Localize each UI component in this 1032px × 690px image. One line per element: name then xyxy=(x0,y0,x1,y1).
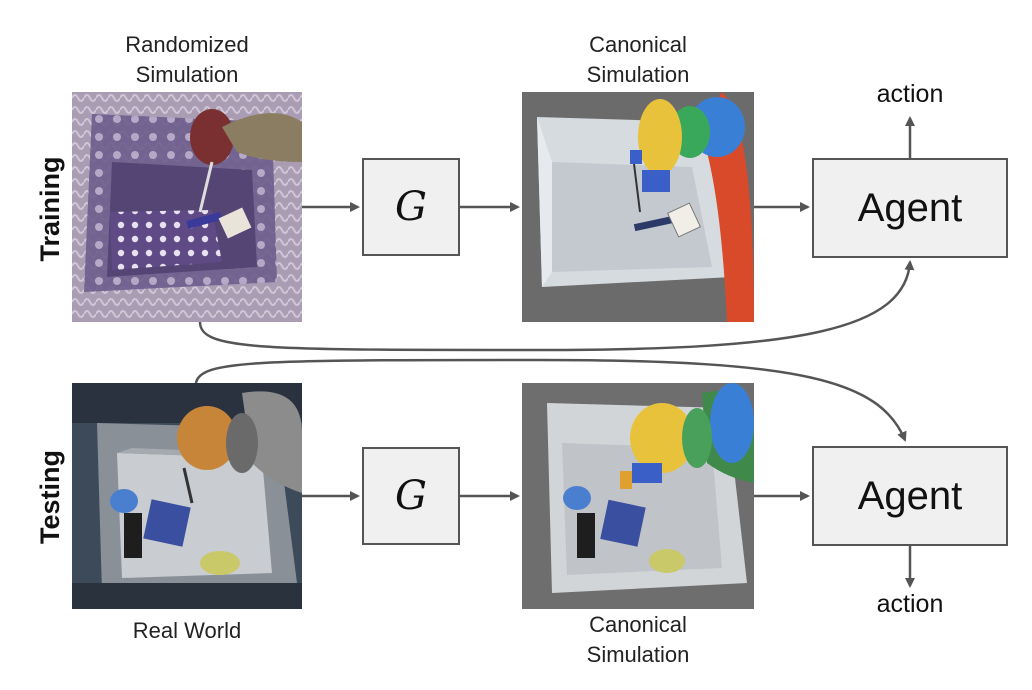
agent-box-testing: Agent xyxy=(812,446,1008,546)
testing-label: Testing xyxy=(35,450,65,544)
generator-symbol: G xyxy=(395,473,427,519)
caption-line: Simulation xyxy=(586,642,690,667)
generator-box-top: G xyxy=(362,158,460,256)
caption-line: Randomized xyxy=(125,32,249,57)
agent-box-training: Agent xyxy=(812,158,1008,258)
generator-box-bottom: G xyxy=(362,447,460,545)
caption-line: Simulation xyxy=(135,62,239,87)
agent-label: Agent xyxy=(857,473,963,518)
agent-label: Agent xyxy=(857,185,963,230)
canonical-simulation-top-image xyxy=(522,92,754,322)
caption-line: Simulation xyxy=(586,62,690,87)
generator-symbol: G xyxy=(395,184,427,230)
training-label: Training xyxy=(35,156,65,262)
randomized-simulation-image xyxy=(72,92,302,322)
caption-line: Canonical xyxy=(589,32,687,57)
curve-randomized-to-agent xyxy=(198,260,915,352)
action-label-bottom: action xyxy=(876,590,944,618)
real-world-image xyxy=(72,383,302,609)
canonical-simulation-bottom-caption: Canonical Simulation xyxy=(522,610,754,670)
randomized-simulation-caption: Randomized Simulation xyxy=(72,30,302,90)
canonical-simulation-top-caption: Canonical Simulation xyxy=(522,30,754,90)
caption-line: Canonical xyxy=(589,612,687,637)
action-label-top: action xyxy=(876,80,944,108)
canonical-simulation-bottom-image xyxy=(522,383,754,609)
real-world-caption: Real World xyxy=(132,618,242,643)
curve-real-to-agent xyxy=(194,358,907,442)
